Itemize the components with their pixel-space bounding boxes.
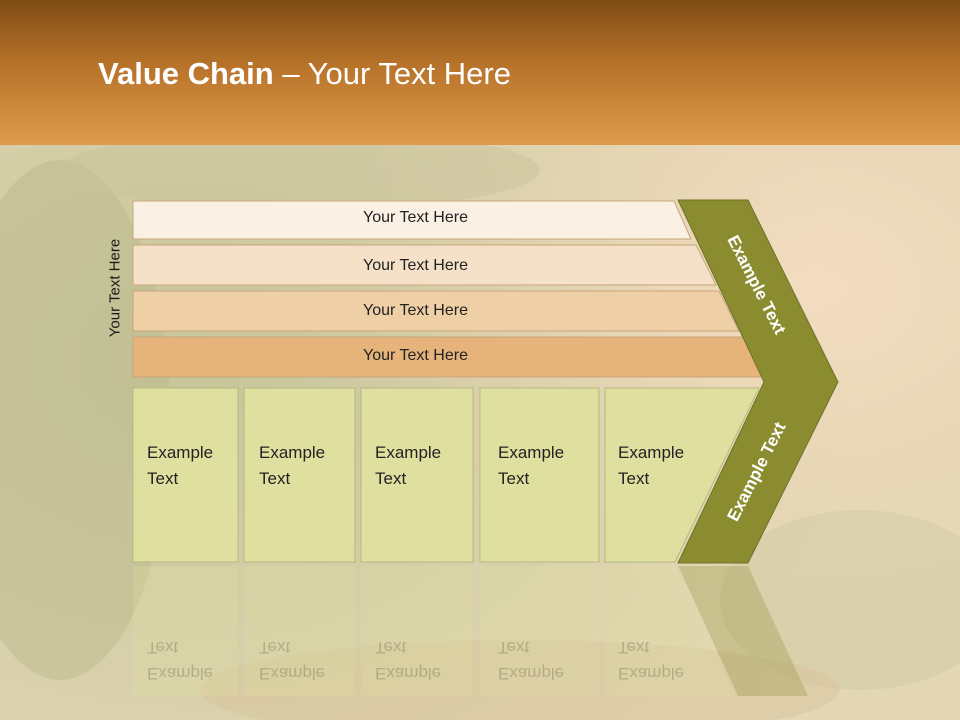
reflection-column-2-label: Example Text	[259, 634, 325, 686]
column-1-line-1: Example	[147, 443, 214, 462]
slide-title: Value Chain – Your Text Here	[98, 56, 511, 92]
column-3-line-2: Text	[375, 469, 407, 488]
reflection-2-line-2: Text	[259, 638, 291, 657]
support-row-3[interactable]	[132, 290, 740, 332]
support-row-2[interactable]	[132, 244, 717, 286]
column-1-line-2: Text	[147, 469, 179, 488]
reflection-column-5	[605, 566, 735, 696]
reflection-column-2	[244, 566, 355, 696]
primary-column-4[interactable]	[479, 387, 600, 563]
primary-column-1[interactable]	[132, 387, 239, 563]
reflection-2-line-1: Example	[259, 664, 326, 683]
support-row-1[interactable]	[132, 200, 692, 240]
primary-column-3[interactable]	[360, 387, 474, 563]
reflection-column-4	[480, 566, 599, 696]
column-4-line-2: Text	[498, 469, 530, 488]
support-row-3-label: Your Text Here	[363, 302, 468, 319]
column-5-line-2: Text	[618, 469, 650, 488]
column-3-line-1: Example	[375, 443, 442, 462]
reflection-column-1-label: Example Text	[147, 634, 213, 686]
reflection-column-3-label: Example Text	[375, 634, 441, 686]
reflection-1-line-2: Text	[147, 638, 179, 657]
primary-column-2[interactable]	[243, 387, 356, 563]
reflection-3-line-2: Text	[375, 638, 407, 657]
primary-column-5[interactable]	[604, 387, 760, 563]
reflection-5-line-2: Text	[618, 638, 650, 657]
reflection-5-line-1: Example	[618, 664, 685, 683]
title-rest: – Your Text Here	[273, 56, 511, 91]
reflection-column-3	[361, 566, 473, 696]
reflection-1-line-1: Example	[147, 664, 214, 683]
column-2-line-2: Text	[259, 469, 291, 488]
reflection-4-line-2: Text	[498, 638, 530, 657]
column-4-line-1: Example	[498, 443, 565, 462]
support-row-4-label: Your Text Here	[363, 347, 468, 364]
column-5-line-1: Example	[618, 443, 685, 462]
support-row-1-label: Your Text Here	[363, 209, 468, 226]
title-bar	[0, 0, 960, 145]
reflection-4-line-1: Example	[498, 664, 565, 683]
reflection-3-line-1: Example	[375, 664, 442, 683]
reflection-column-5-label: Example Text	[618, 634, 684, 686]
reflection-chevron	[678, 566, 808, 696]
margin-chevron[interactable]	[677, 199, 839, 564]
reflection-column-4-label: Example Text	[498, 634, 564, 686]
title-bold: Value Chain	[98, 56, 274, 91]
support-row-2-label: Your Text Here	[363, 257, 468, 274]
reflection-column-1	[133, 566, 238, 696]
column-2-line-1: Example	[259, 443, 326, 462]
